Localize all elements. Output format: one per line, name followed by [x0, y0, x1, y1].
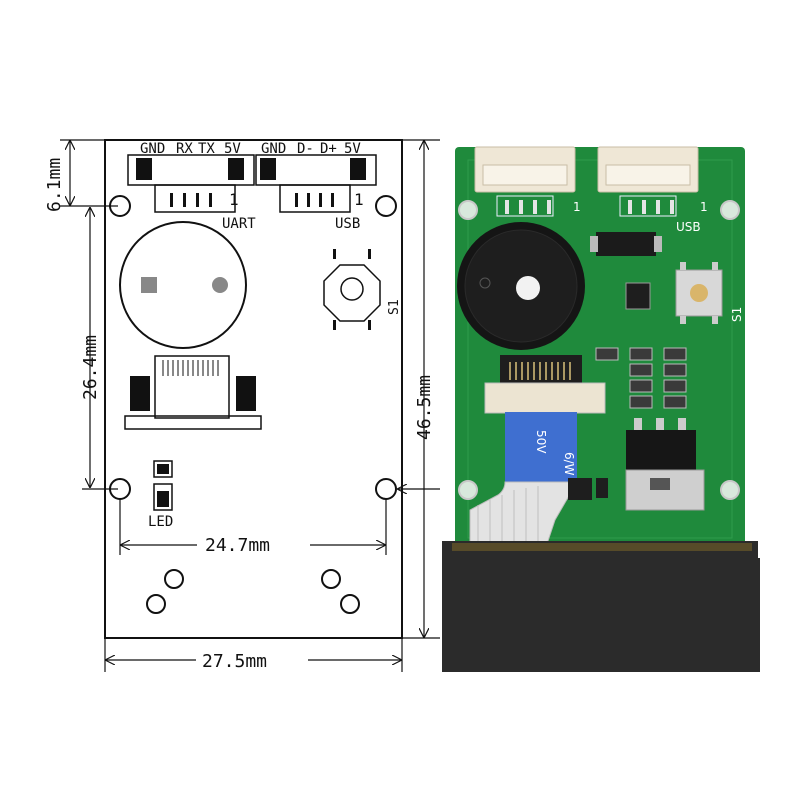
fpc-connector-outline: [124, 355, 262, 430]
photo-hole-top-right: [720, 200, 740, 220]
led-label: LED: [148, 514, 173, 530]
photo-scan-engine-housing: [442, 541, 760, 672]
uart-pin1-marker: 1: [229, 190, 239, 209]
pcb-photo: 1 1 USB: [442, 146, 760, 672]
photo-smd-components: [595, 347, 687, 409]
usb-pin-dplus: D+: [320, 141, 337, 157]
dim-top-lines: [60, 139, 118, 207]
usb-pin-dminus: D-: [297, 141, 314, 157]
photo-switch: [675, 262, 723, 324]
uart-pin-rx: RX: [176, 141, 193, 157]
uart-connector: [127, 154, 255, 213]
usb-label: USB: [335, 216, 360, 232]
led-footprint: [153, 460, 173, 511]
uart-pin-gnd: GND: [140, 141, 165, 157]
dim-hole-span-lines: [119, 499, 387, 555]
photo-buzzer: [457, 222, 585, 350]
dim-left-text: 26.4mm: [80, 335, 101, 400]
bottom-hole-2: [146, 594, 166, 614]
photo-connector-right: [597, 146, 699, 217]
bottom-hole-1: [164, 569, 184, 589]
uart-pin-5v: 5V: [224, 141, 241, 157]
usb-pin-gnd: GND: [261, 141, 286, 157]
uart-label: UART: [222, 216, 256, 232]
dim-right-lines: [398, 139, 440, 639]
photo-cable-text: 6/W: [562, 452, 576, 476]
dim-right-text: 46.5mm: [414, 375, 435, 440]
usb-pin1-marker: 1: [354, 190, 364, 209]
usb-connector: [255, 154, 377, 213]
bottom-hole-4: [340, 594, 360, 614]
photo-regulator: [625, 418, 705, 511]
photo-cable-text2: 50V: [534, 430, 548, 454]
dim-hole-span-text: 24.7mm: [205, 535, 270, 556]
usb-pin-5v: 5V: [344, 141, 361, 157]
dim-top-text: 6.1mm: [44, 158, 65, 212]
buzzer-outline: [119, 221, 247, 349]
bottom-hole-3: [321, 569, 341, 589]
photo-connector-left: [474, 146, 576, 217]
photo-hole-mid-left: [458, 480, 478, 500]
dim-width-lines: [104, 639, 403, 672]
photo-transistor: [568, 478, 592, 500]
photo-small-chip: [625, 282, 651, 310]
photo-usb-silk: USB: [676, 220, 701, 234]
photo-hole-top-left: [458, 200, 478, 220]
switch-s1-outline: [323, 249, 381, 330]
mount-hole-top-right: [375, 195, 397, 217]
uart-pin-tx: TX: [198, 141, 215, 157]
photo-diode: [596, 232, 656, 256]
switch-s1-label: S1: [387, 299, 402, 315]
photo-pin1-right: 1: [700, 200, 708, 214]
photo-fpc-connector: [484, 355, 606, 414]
photo-hole-mid-right: [720, 480, 740, 500]
dim-width-text: 27.5mm: [202, 651, 267, 672]
photo-pin1-left: 1: [573, 200, 581, 214]
dim-left-lines: [82, 208, 118, 490]
photo-ribbon-cable: [469, 412, 578, 551]
photo-switch-silk: S1: [730, 307, 744, 322]
technical-drawing: GND RX TX 5V 1 UART GND D- D+ 5V 1 USB: [44, 139, 440, 672]
